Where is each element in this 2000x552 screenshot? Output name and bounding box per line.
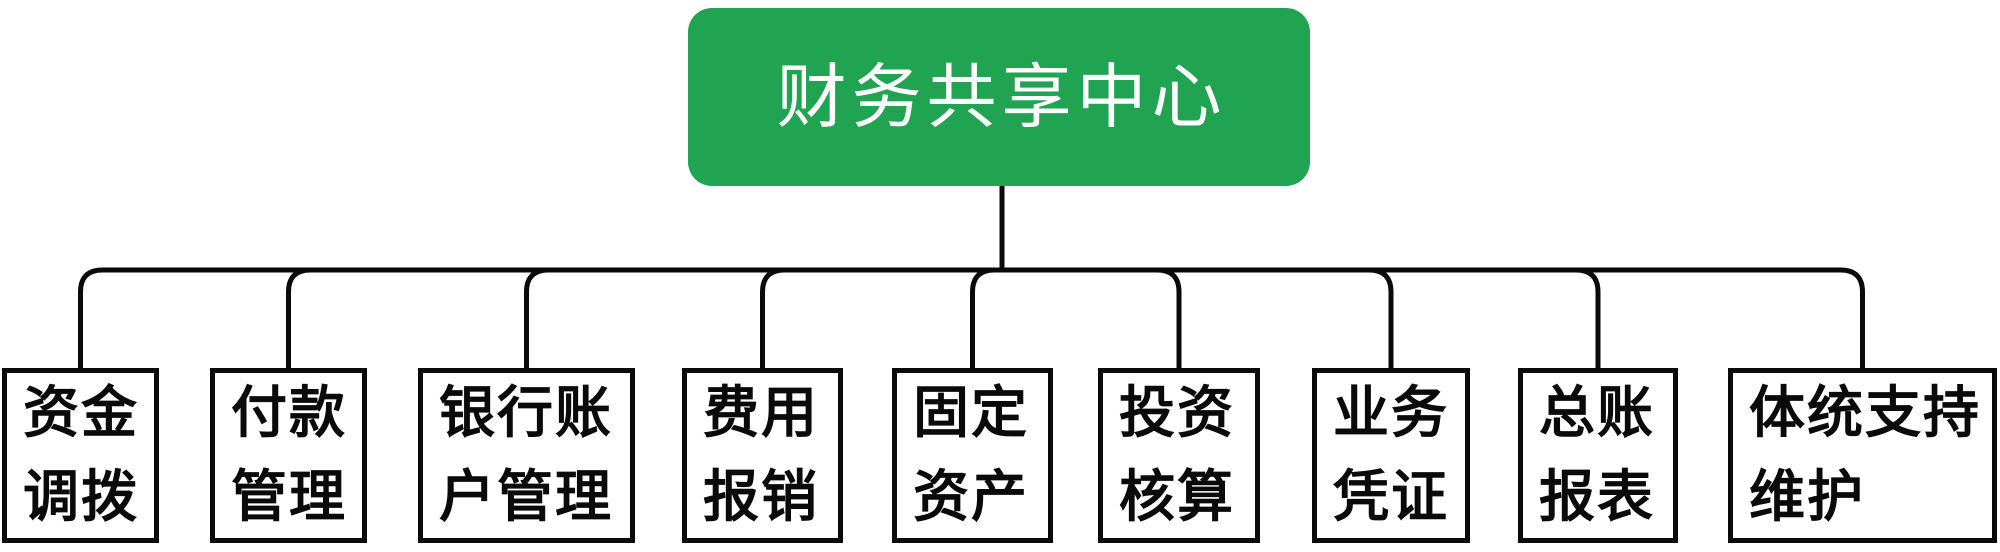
child-node-label: 付款 管理 — [231, 380, 347, 530]
connector-child-8 — [1575, 267, 1601, 368]
connector-child-2 — [286, 267, 311, 368]
child-node-business-vouchers: 业务 凭证 — [1312, 368, 1470, 543]
root-node-label: 财务共享中心 — [776, 55, 1227, 138]
connector-child-3 — [524, 267, 549, 368]
connector-trunk — [78, 267, 1865, 368]
child-node-label: 总账 报表 — [1539, 380, 1655, 530]
child-node-system-support-maintenance: 体统支持 维护 — [1728, 368, 1997, 543]
child-node-payment-management: 付款 管理 — [210, 368, 367, 543]
child-node-label: 固定 资产 — [913, 380, 1029, 530]
connector-child-5 — [970, 267, 995, 368]
child-node-label: 投资 核算 — [1119, 380, 1235, 530]
child-node-bank-account-management: 银行账 户管理 — [418, 368, 635, 543]
child-node-fixed-assets: 固定 资产 — [892, 368, 1053, 543]
child-node-funds-transfer: 资金 调拨 — [2, 368, 159, 543]
child-node-label: 资金 调拨 — [23, 380, 139, 530]
child-node-general-ledger-reports: 总账 报表 — [1518, 368, 1678, 543]
root-node: 财务共享中心 — [688, 8, 1310, 186]
child-node-label: 体统支持 维护 — [1749, 380, 1981, 530]
child-node-investment-accounting: 投资 核算 — [1098, 368, 1260, 543]
child-node-expense-reimbursement: 费用 报销 — [682, 368, 843, 543]
connector-child-6 — [1156, 267, 1182, 368]
connector-child-4 — [760, 267, 785, 368]
child-node-label: 业务 凭证 — [1333, 380, 1449, 530]
child-node-label: 银行账 户管理 — [439, 380, 613, 530]
connector-child-7 — [1368, 267, 1394, 368]
child-node-label: 费用 报销 — [703, 380, 819, 530]
